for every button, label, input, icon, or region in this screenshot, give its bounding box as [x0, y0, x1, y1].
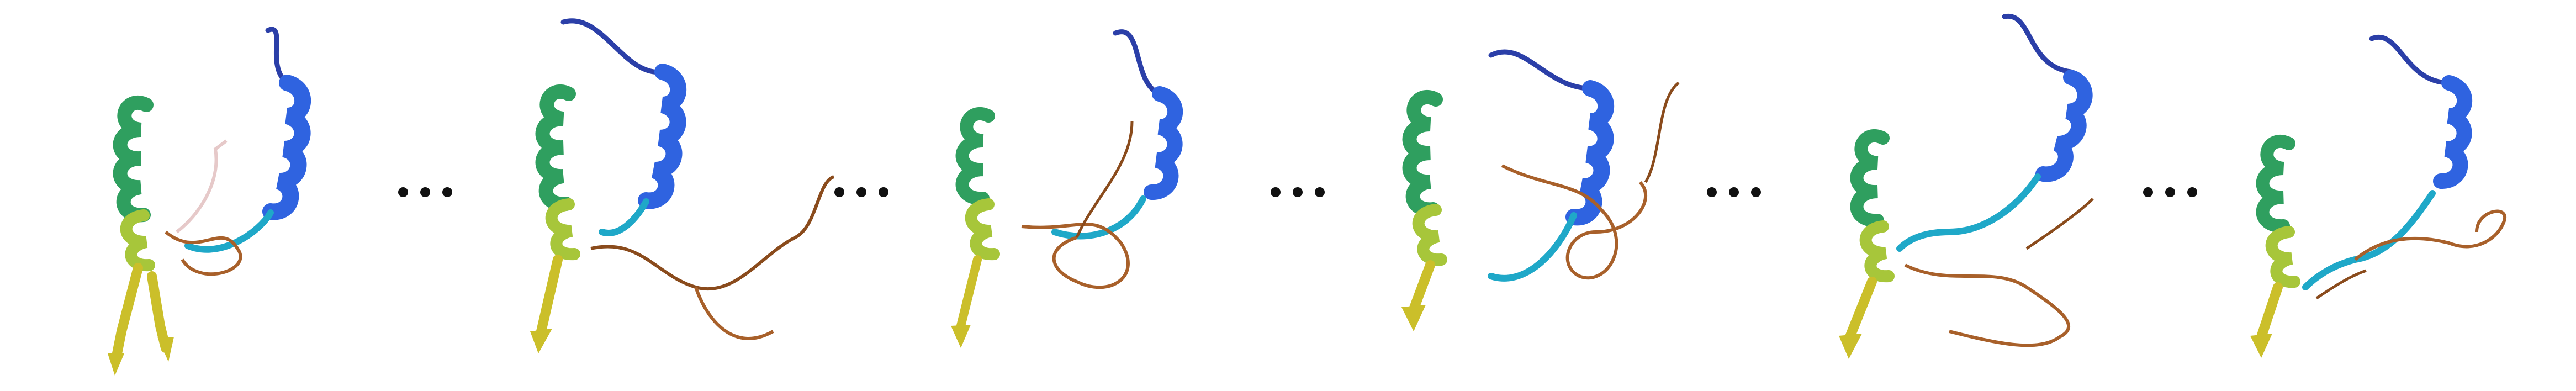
cyan-segment	[599, 198, 649, 236]
protein-frame-4	[1347, 0, 1734, 391]
green-helix	[113, 96, 154, 223]
blue-helix	[1144, 86, 1183, 200]
protein-structure-3	[951, 29, 1183, 348]
yellow-arrow	[2250, 334, 2272, 358]
protein-structure-4	[1401, 49, 1680, 331]
cyan-segment	[184, 209, 274, 253]
blue-helix	[262, 75, 311, 220]
blue-helix	[2035, 70, 2093, 182]
yellow-green-helix	[965, 198, 1000, 261]
yellow-arrow	[951, 325, 971, 348]
yellow-strand	[2256, 282, 2283, 342]
cyan-segment	[2302, 190, 2436, 290]
protein-structure-6	[2250, 35, 2507, 358]
ellipsis-dots-3	[1271, 187, 1325, 197]
protein-structure-1	[108, 27, 311, 376]
ellipsis-dots-4	[1707, 187, 1761, 197]
orange-loop	[590, 175, 835, 291]
orange-loop	[2354, 209, 2507, 261]
protein-frame-2	[475, 0, 861, 391]
brown-tail	[1075, 121, 1134, 238]
orange-loop	[165, 230, 242, 276]
n-terminal-coil	[560, 18, 665, 75]
protein-frame-6	[2189, 0, 2576, 391]
ellipsis-dots-2	[834, 187, 888, 197]
orange-loop	[1501, 164, 1648, 280]
yellow-arrow-1	[108, 353, 124, 376]
yellow-strand	[536, 255, 563, 336]
yellow-strand	[1409, 260, 1435, 314]
green-helix	[1850, 129, 1890, 228]
yellow-strand	[1845, 277, 1877, 342]
ellipsis-separator-5	[2131, 176, 2209, 209]
green-helix	[955, 107, 995, 205]
cyan-segment	[1051, 196, 1146, 240]
yellow-strand	[956, 255, 982, 330]
protein-structure-2	[530, 18, 835, 353]
yellow-green-helix	[1412, 204, 1447, 266]
brown-tail	[2315, 269, 2367, 300]
n-terminal-coil	[2369, 35, 2452, 86]
ellipsis-separator-1	[387, 176, 464, 209]
yellow-arrow-2	[157, 337, 174, 362]
green-helix	[535, 84, 576, 212]
ellipsis-separator-3	[1259, 176, 1336, 209]
cyan-segment	[1896, 173, 2041, 252]
ellipsis-dots-5	[2143, 187, 2197, 197]
yellow-green-helix	[120, 209, 155, 272]
orange-loop	[1021, 223, 1130, 289]
green-helix	[1402, 90, 1443, 217]
protein-frame-3	[911, 0, 1298, 391]
yellow-strand-1	[111, 263, 143, 364]
brown-tail	[2025, 198, 2094, 250]
ellipsis-separator-4	[1695, 176, 1773, 209]
protein-structure-5	[1839, 13, 2094, 359]
yellow-arrow	[530, 329, 552, 353]
orange-loop	[1904, 263, 2070, 347]
blue-helix	[2433, 75, 2473, 189]
n-terminal-coil	[1113, 29, 1162, 97]
yellow-arrow	[1401, 305, 1426, 331]
yellow-green-helix	[2265, 226, 2300, 288]
protein-frame-5	[1784, 0, 2170, 391]
ellipsis-dots-1	[398, 187, 452, 197]
blue-helix	[1565, 80, 1615, 226]
pale-tail	[176, 139, 228, 234]
n-terminal-coil	[265, 27, 290, 86]
yellow-green-helix	[1859, 220, 1895, 283]
brown-tail	[1644, 82, 1680, 183]
green-helix	[2256, 135, 2295, 233]
blue-helix	[638, 64, 687, 209]
ellipsis-separator-2	[823, 176, 900, 209]
n-terminal-coil	[2002, 13, 2074, 75]
yellow-arrow	[1839, 334, 1862, 359]
protein-frame-1	[55, 0, 442, 391]
cyan-segment	[1488, 212, 1577, 282]
yellow-green-helix	[545, 198, 580, 261]
n-terminal-coil	[1488, 49, 1593, 91]
brown-loop	[694, 287, 774, 340]
